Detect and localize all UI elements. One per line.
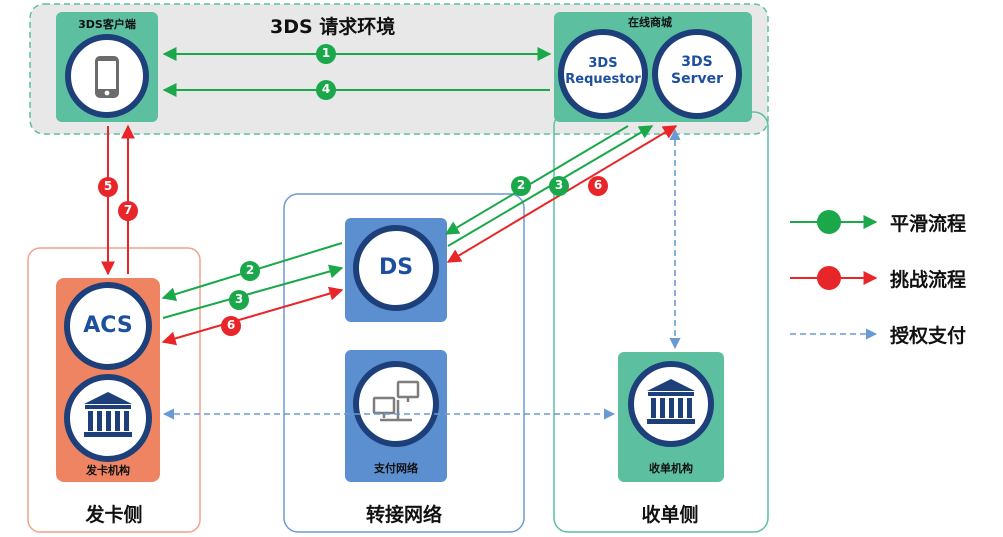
step-number-2-ds-merchant: 2 xyxy=(516,178,526,192)
3ds-server-circle xyxy=(652,29,742,119)
step-dot-6-ds-merchant xyxy=(588,176,608,196)
requestor-label-line1: 3DS xyxy=(588,56,618,71)
ds-circle xyxy=(353,225,439,311)
3ds-requestor-circle xyxy=(558,29,648,119)
legend-challenge-label: 挑战流程 xyxy=(890,269,967,291)
step-number-7: 7 xyxy=(123,203,133,217)
arrow-step6-acs-ds xyxy=(161,286,344,346)
legend-auth-label: 授权支付 xyxy=(890,325,967,347)
acquirer-bank-label: 收单机构 xyxy=(649,462,693,475)
acquirer-bank-icon xyxy=(647,379,695,424)
step-dot-3-acs-ds xyxy=(229,290,249,310)
issuer-side-zone xyxy=(27,247,201,533)
step-number-4: 4 xyxy=(321,82,331,96)
payment-network-label: 支付网络 xyxy=(374,462,418,475)
step-dot-2-ds-merchant xyxy=(511,176,531,196)
step-dot-5 xyxy=(98,177,118,197)
legend-smooth-symbol xyxy=(790,210,878,234)
legend-challenge-symbol xyxy=(790,266,878,290)
requestor-label: 3DS Requestor xyxy=(563,56,643,88)
server-label: 3DS Server xyxy=(657,54,737,88)
step-number-3-acs-ds: 3 xyxy=(234,292,244,306)
ds-label: DS xyxy=(378,255,414,280)
step-dot-3-ds-merchant xyxy=(549,176,569,196)
client-label: 3DS客户端 xyxy=(78,18,136,31)
requestor-label-line2: Requestor xyxy=(565,72,641,87)
legend-smooth-label: 平滑流程 xyxy=(890,213,967,235)
acquirer-zone-label: 收单侧 xyxy=(641,504,699,526)
step-number-6-acs-ds: 6 xyxy=(226,318,236,332)
network-zone-label: 转接网络 xyxy=(365,504,442,526)
step-dot-6-acs-ds xyxy=(221,316,241,336)
mobile-phone-icon xyxy=(95,56,119,98)
acs-label: ACS xyxy=(83,313,133,338)
issuer-bank-label: 发卡机构 xyxy=(86,464,130,477)
step-dot-2-acs-ds xyxy=(240,261,260,281)
issuer-zone-label: 发卡侧 xyxy=(85,504,143,526)
issuer-bank-icon xyxy=(84,392,132,437)
merchant-label: 在线商城 xyxy=(628,16,672,29)
step-dot-1 xyxy=(316,44,336,64)
step-number-5: 5 xyxy=(103,179,113,193)
acs-circle xyxy=(64,282,152,370)
server-label-line2: Server xyxy=(670,71,723,87)
environment-title: 3DS 请求环境 xyxy=(270,16,396,38)
step-number-1: 1 xyxy=(321,46,331,60)
payment-network-circle xyxy=(353,361,439,447)
step-number-2-acs-ds: 2 xyxy=(245,263,255,277)
network-zone xyxy=(283,193,525,533)
step-number-3-ds-merchant: 3 xyxy=(554,178,564,192)
step-dot-7 xyxy=(118,201,138,221)
step-dot-4 xyxy=(316,80,336,100)
server-label-line1: 3DS xyxy=(681,54,713,70)
step-number-6-ds-merchant: 6 xyxy=(593,178,603,192)
